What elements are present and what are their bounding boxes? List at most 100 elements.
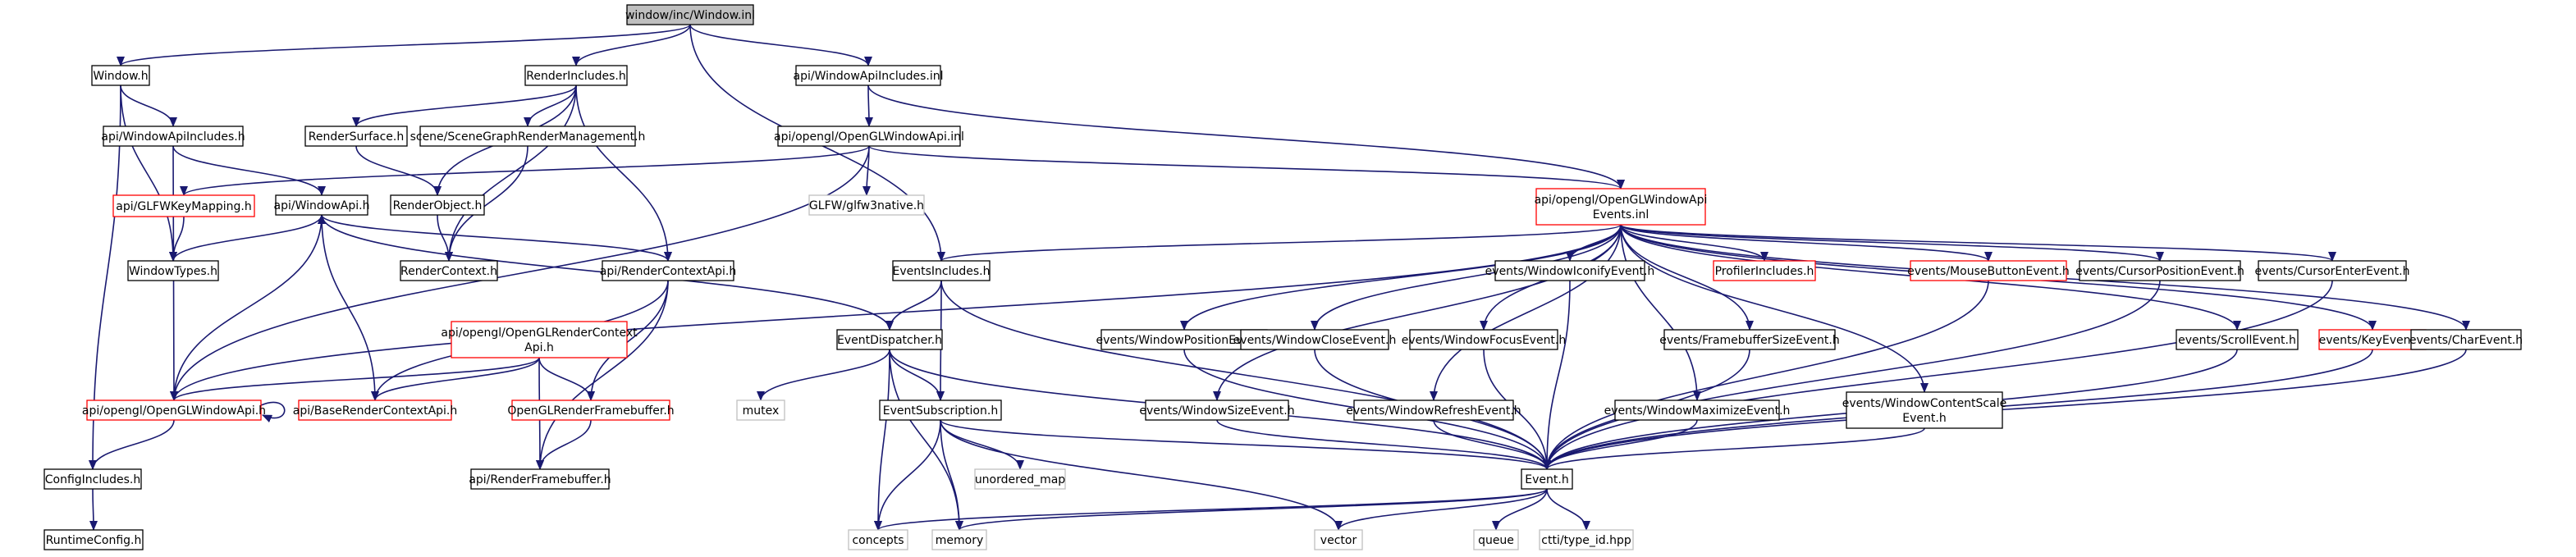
edge-oglrendercontextapi-h-to-baserendercontextapi-h — [371, 357, 540, 401]
node-glfwkeymapping-h[interactable]: api/GLFWKeyMapping.h — [112, 194, 255, 217]
edge-eventsincludes-h-to-eventdispatcher-h — [885, 280, 942, 331]
node-queue: queue — [1473, 529, 1519, 550]
edge-oglwindowapievents-inl-to-mousebutton-h — [1620, 224, 1993, 262]
node-cursorposition-h[interactable]: events/CursorPositionEvent.h — [2075, 260, 2244, 281]
node-label: window/inc/Window.inl — [625, 9, 755, 22]
node-runtimeconfig-h[interactable]: RuntimeConfig.h — [43, 529, 144, 550]
edge-eventdispatcher-h-to-eventsubscription-h — [889, 349, 945, 401]
node-label: api/RenderContextApi.h — [600, 265, 736, 278]
node-windowmaximize-h[interactable]: events/WindowMaximizeEvent.h — [1604, 399, 1791, 421]
node-renderobject-h[interactable]: RenderObject.h — [390, 194, 485, 216]
node-windowtypes-h[interactable]: WindowTypes.h — [127, 260, 219, 281]
node-box — [524, 65, 628, 86]
node-char-h[interactable]: events/CharEvent.h — [2409, 329, 2523, 350]
node-label: events/WindowContentScale — [1842, 397, 2006, 410]
node-windowclose-h[interactable]: events/WindowCloseEvent.h — [1233, 329, 1397, 350]
node-label: events/WindowIconifyEvent.h — [1485, 265, 1655, 278]
node-label: RuntimeConfig.h — [46, 534, 142, 547]
edge-renderincludes-h-to-rendercontextapi-h — [575, 84, 672, 262]
node-mousebutton-h[interactable]: events/MouseButtonEvent.h — [1907, 260, 2070, 281]
node-windowfocus-h[interactable]: events/WindowFocusEvent.h — [1402, 329, 1567, 350]
node-mutex: mutex — [736, 399, 785, 421]
node-label: api/opengl/OpenGLWindowApi.inl — [774, 130, 964, 144]
edge-eventdispatcher-h-to-mutex — [757, 349, 890, 401]
node-label: events/MouseButtonEvent.h — [1907, 265, 2070, 278]
node-scroll-h[interactable]: events/ScrollEvent.h — [2176, 329, 2299, 350]
node-windowapiincludes-h[interactable]: api/WindowApiIncludes.h — [101, 126, 245, 147]
node-windowiconify-h[interactable]: events/WindowIconifyEvent.h — [1485, 260, 1655, 281]
node-window-h[interactable]: Window.h — [91, 65, 150, 86]
node-rendercontext-h[interactable]: RenderContext.h — [400, 260, 498, 281]
node-cursorenter-h[interactable]: events/CursorEnterEvent.h — [2255, 260, 2410, 281]
node-windowsize-h[interactable]: events/WindowSizeEvent.h — [1139, 399, 1295, 421]
edge-char-h-to-event-h — [1543, 349, 2467, 470]
node-scenegraph-h[interactable]: scene/SceneGraphRenderManagement.h — [410, 126, 646, 147]
node-box — [103, 126, 244, 147]
node-oglwindowapi-h[interactable]: api/opengl/OpenGLWindowApi.h — [82, 399, 266, 421]
edge-eventsubscription-h-to-memory — [940, 419, 963, 531]
edge-eventdispatcher-h-to-memory — [889, 349, 963, 531]
edge-oglwindowapievents-inl-to-windowcontentscale-h — [1620, 224, 1929, 393]
edge-oglwindowapi-h-to-windowapi-h — [173, 214, 326, 401]
node-label: scene/SceneGraphRenderManagement.h — [410, 130, 646, 144]
node-eventdispatcher-h[interactable]: EventDispatcher.h — [836, 329, 943, 350]
node-box — [836, 329, 943, 350]
node-rendersurface-h[interactable]: RenderSurface.h — [304, 126, 408, 147]
node-label: GLFW/glfw3native.h — [809, 199, 924, 212]
edge-oglrendercontextapi-h-to-oglwindowapi-h — [170, 357, 540, 401]
node-box — [91, 65, 150, 86]
node-windowrefresh-h[interactable]: events/WindowRefreshEvent.h — [1346, 399, 1521, 421]
edge-rendercontextapi-h-to-renderframebuffer-h — [536, 280, 669, 470]
edge-event-h-to-ctti-type-id — [1546, 488, 1590, 531]
node-box — [626, 4, 754, 25]
node-renderincludes-h[interactable]: RenderIncludes.h — [524, 65, 628, 86]
node-label: ConfigIncludes.h — [45, 473, 141, 486]
node-box — [848, 529, 908, 550]
node-box — [1473, 529, 1519, 550]
node-profilerincludes-h[interactable]: ProfilerIncludes.h — [1713, 260, 1816, 281]
node-oglrenderframebuffer-h[interactable]: OpenGLRenderFramebuffer.h — [507, 399, 675, 421]
node-label: concepts — [852, 534, 904, 547]
node-label: Window.h — [93, 70, 148, 83]
node-label: events/WindowMaximizeEvent.h — [1604, 404, 1791, 418]
edge-oglwindowapievents-inl-to-windowmaximize-h — [1620, 224, 1701, 401]
edge-window-h-to-windowtypes-h — [120, 84, 177, 262]
edge-oglwindowapievents-inl-to-windowsize-h — [1213, 224, 1622, 401]
node-box — [275, 194, 368, 216]
node-label: events/CursorPositionEvent.h — [2075, 265, 2244, 278]
node-configincludes-h[interactable]: ConfigIncludes.h — [43, 468, 142, 490]
node-label: Events.inl — [1593, 208, 1649, 221]
node-windowapi-h[interactable]: api/WindowApi.h — [274, 194, 370, 216]
node-box — [1100, 329, 1268, 350]
edge-window-inl-to-windowapiincludes-inl — [689, 24, 872, 66]
node-eventsubscription-h[interactable]: EventSubscription.h — [879, 399, 1002, 421]
edge-oglrenderframebuffer-h-to-renderframebuffer-h — [536, 419, 592, 470]
node-renderframebuffer-h[interactable]: api/RenderFramebuffer.h — [469, 468, 611, 490]
node-windowapiincludes-inl[interactable]: api/WindowApiIncludes.inl — [794, 65, 944, 86]
node-framebuffersize-h[interactable]: events/FramebufferSizeEvent.h — [1659, 329, 1840, 350]
edge-windowapiincludes-inl-to-oglwindowapi-inl — [864, 84, 873, 127]
node-label: events/FramebufferSizeEvent.h — [1659, 334, 1839, 347]
node-oglwindowapi-inl[interactable]: api/opengl/OpenGLWindowApi.inl — [774, 126, 964, 147]
node-box — [511, 399, 670, 421]
node-label: memory — [936, 534, 984, 547]
node-windowposition-h[interactable]: events/WindowPositionEvent.h — [1096, 329, 1273, 350]
node-box — [2258, 260, 2407, 281]
node-box — [298, 399, 452, 421]
node-label: unordered_map — [975, 473, 1065, 486]
edge-eventdispatcher-h-to-concepts — [874, 349, 890, 531]
node-baserendercontextapi-h[interactable]: api/BaseRenderContextApi.h — [293, 399, 458, 421]
node-label: api/WindowApiIncludes.h — [101, 130, 245, 144]
node-key-h[interactable]: events/KeyEvent.h — [2318, 329, 2427, 350]
node-glfw3native-h: GLFW/glfw3native.h — [808, 194, 925, 216]
node-event-h[interactable]: Event.h — [1521, 468, 1573, 490]
node-rendercontextapi-h[interactable]: api/RenderContextApi.h — [600, 260, 736, 281]
node-box — [304, 126, 408, 147]
node-eventsincludes-h[interactable]: EventsIncludes.h — [892, 260, 991, 281]
node-window-inl[interactable]: window/inc/Window.inl — [625, 4, 755, 25]
edge-configincludes-h-to-runtimeconfig-h — [89, 488, 98, 531]
edge-windowapiincludes-h-to-windowapi-h — [172, 145, 326, 196]
